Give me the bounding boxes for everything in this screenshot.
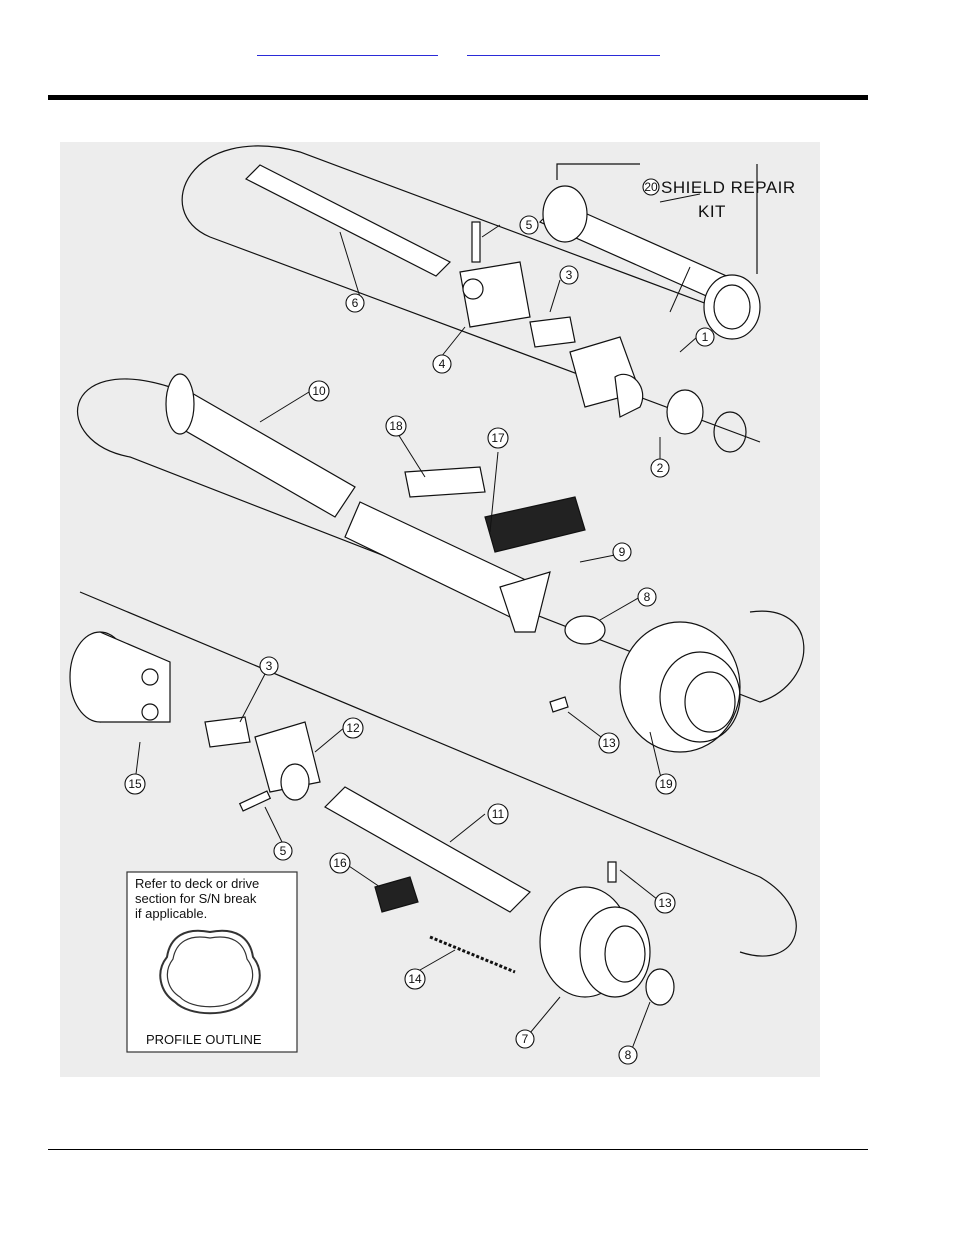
callout-13-lower: 13: [654, 892, 676, 914]
svg-text:7: 7: [522, 1032, 529, 1046]
callout-14: 14: [404, 968, 426, 990]
svg-text:4: 4: [439, 357, 446, 371]
svg-text:9: 9: [619, 545, 626, 559]
profile-caption: PROFILE OUTLINE: [146, 1032, 262, 1047]
svg-text:5: 5: [526, 218, 533, 232]
tube-10: [169, 391, 356, 518]
ring-8-upper: [564, 615, 606, 645]
kit-bell-left: [542, 185, 588, 243]
svg-text:15: 15: [128, 777, 142, 791]
svg-text:10: 10: [312, 384, 326, 398]
header-rule: [48, 95, 868, 100]
footer-rule: [48, 1149, 868, 1150]
pin-5-upper: [471, 221, 481, 263]
kit-label-line1: SHIELD REPAIR: [661, 178, 796, 197]
callout-2: 2: [650, 458, 670, 478]
callout-17: 17: [487, 427, 509, 449]
parts-diagram-svg: 20 5 3 6 1 4 10 18 17 2 9 8 3 12 13 15 1…: [69, 145, 805, 1065]
svg-text:18: 18: [389, 419, 403, 433]
header-link-1[interactable]: [257, 47, 438, 56]
callout-16: 16: [329, 852, 351, 874]
callout-3-upper: 3: [559, 265, 579, 285]
svg-text:11: 11: [492, 807, 505, 821]
cross-3-lower: [204, 716, 251, 748]
callout-13-upper: 13: [598, 732, 620, 754]
ring-2: [666, 389, 704, 435]
bellows-19: [619, 621, 741, 753]
tube-11: [324, 786, 531, 913]
decal-18: [404, 466, 486, 498]
note-line-2: section for S/N break: [135, 891, 257, 906]
svg-text:12: 12: [346, 721, 360, 735]
svg-text:5: 5: [280, 844, 287, 858]
callout-18: 18: [385, 415, 407, 437]
callout-5-upper: 5: [519, 215, 539, 235]
pin-5-lower: [238, 790, 272, 812]
svg-text:14: 14: [408, 972, 422, 986]
svg-text:2: 2: [657, 461, 664, 475]
decal-17: [484, 496, 586, 553]
callout-5-lower: 5: [273, 841, 293, 861]
ring-8-lower: [645, 968, 675, 1006]
guide-loop-middle: [77, 378, 805, 703]
svg-text:1: 1: [702, 330, 709, 344]
svg-text:17: 17: [491, 431, 505, 445]
kit-bracket: [556, 163, 640, 180]
svg-text:20: 20: [644, 180, 658, 194]
svg-text:13: 13: [658, 896, 672, 910]
guide-loop-lower: [79, 591, 797, 957]
tube-6: [244, 164, 452, 277]
callout-6: 6: [345, 293, 365, 313]
svg-text:6: 6: [352, 296, 359, 310]
kit-label-line2: KIT: [698, 202, 726, 221]
callout-11: 11: [487, 803, 509, 825]
svg-text:8: 8: [644, 590, 651, 604]
cone-9: [499, 571, 551, 633]
callout-15: 15: [124, 773, 146, 795]
callout-8-lower: 8: [618, 1045, 638, 1065]
kit-bell-right: [703, 274, 761, 340]
bearing-2: [614, 373, 644, 418]
decal-16: [374, 876, 419, 913]
callout-19: 19: [655, 773, 677, 795]
note-line-3: if applicable.: [135, 906, 207, 921]
yoke-4-upper: [459, 261, 531, 328]
svg-text:3: 3: [566, 268, 573, 282]
svg-text:8: 8: [625, 1048, 632, 1062]
svg-text:16: 16: [333, 856, 347, 870]
callout-10: 10: [308, 380, 330, 402]
bolt-13-lower: [607, 861, 617, 883]
note-box: [126, 871, 298, 1053]
profile-outline-shape: [159, 929, 261, 1015]
guide-loop-upper: [181, 145, 761, 443]
tube-10-flange: [165, 373, 195, 435]
header-link-2[interactable]: [467, 47, 660, 56]
chain-14: [429, 935, 516, 974]
callout-20: 20: [642, 178, 660, 196]
callout-12: 12: [342, 717, 364, 739]
callout-9: 9: [612, 542, 632, 562]
callout-3-lower: 3: [259, 656, 279, 676]
cross-3-upper: [529, 316, 576, 348]
note-line-1: Refer to deck or drive: [135, 876, 259, 891]
svg-text:3: 3: [266, 659, 273, 673]
callout-4: 4: [432, 354, 452, 374]
svg-text:13: 13: [602, 736, 616, 750]
parts-diagram: 20 5 3 6 1 4 10 18 17 2 9 8 3 12 13 15 1…: [60, 142, 820, 1077]
svg-text:19: 19: [659, 777, 673, 791]
callout-8-upper: 8: [637, 587, 657, 607]
callout-1: 1: [695, 327, 715, 347]
bolt-13-upper: [549, 696, 569, 713]
callout-7: 7: [515, 1029, 535, 1049]
